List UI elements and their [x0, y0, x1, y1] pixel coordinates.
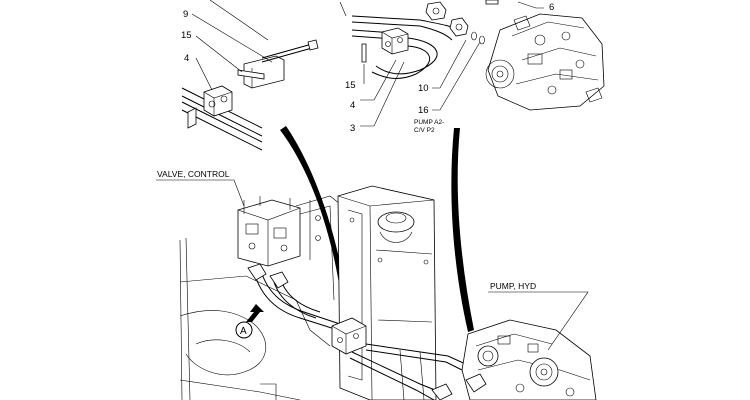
- callout-10: 10: [418, 83, 429, 94]
- leader-line: [360, 59, 397, 101]
- leader-line: [517, 1, 544, 9]
- pump-detail-illustration: [485, 13, 605, 111]
- callout-15: 15: [345, 80, 356, 91]
- leader-line: [195, 35, 243, 73]
- callout-6: 6: [549, 2, 554, 13]
- valve-control-label: VALVE, CONTROL: [157, 169, 230, 179]
- leader-line: [360, 61, 405, 127]
- detail-left-bracket-assembly: [181, 39, 319, 151]
- leader-line: [191, 13, 273, 63]
- pump-hyd-label: PUMP, HYD: [490, 281, 536, 291]
- view-marker: A: [235, 304, 264, 339]
- machine-assembly-illustration: [179, 185, 597, 400]
- detail-indicator-sweep: [451, 128, 474, 332]
- arrow-icon: [246, 304, 264, 322]
- callout-16: 16: [418, 105, 429, 116]
- callout-9: 9: [183, 9, 188, 20]
- pump-a2-caption: PUMP A2-: [414, 119, 444, 126]
- callout-4: 4: [184, 53, 189, 64]
- leader-line: [488, 291, 589, 351]
- leader-line: [339, 1, 347, 17]
- leader-line: [195, 57, 213, 91]
- detail-center-hose-assembly: [351, 0, 499, 79]
- leader-line: [156, 179, 245, 207]
- pump-a2-caption-line2: C/V P2: [414, 127, 435, 134]
- section-marker-icon: [235, 321, 253, 339]
- callout-15: 15: [181, 30, 192, 41]
- view-marker-label: A: [240, 326, 247, 337]
- leader-line: [432, 41, 481, 111]
- callout-4: 4: [350, 100, 355, 111]
- leader-line: [209, 0, 269, 41]
- callout-3: 3: [350, 123, 355, 134]
- leader-line: [432, 39, 467, 89]
